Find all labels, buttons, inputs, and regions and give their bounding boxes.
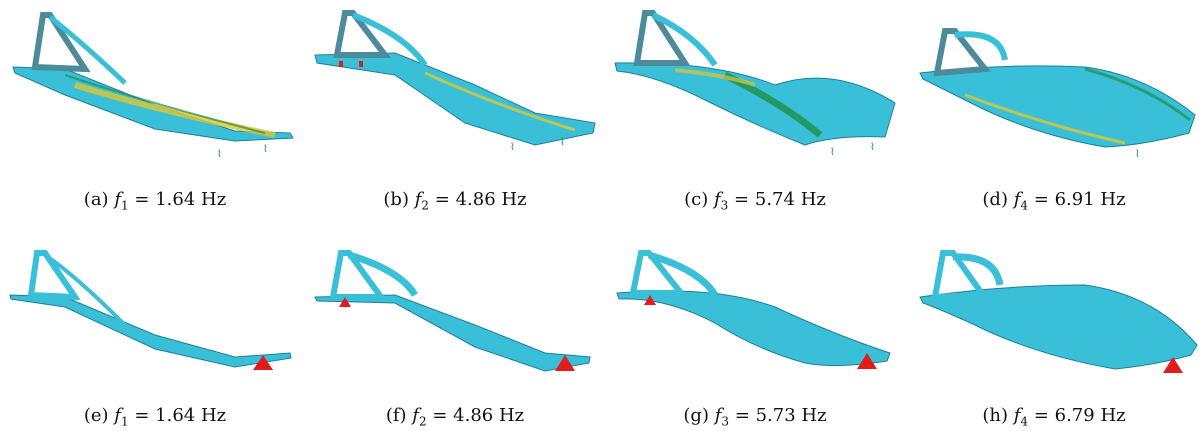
- figure-panel-h: (h) f4 = 6.79 Hz: [905, 245, 1203, 431]
- mode-shape-image-a: ⌇ ⌇: [12, 12, 294, 160]
- caption-d: (d) f4 = 6.91 Hz: [982, 189, 1126, 213]
- figure-panel-b: ⌇ ⌇ (b) f2 = 4.86 Hz: [305, 5, 605, 220]
- mode-shape-image-e: [9, 250, 292, 370]
- figure-panel-f: (f) f2 = 4.86 Hz: [305, 245, 605, 431]
- svg-text:⌇: ⌇: [217, 149, 222, 160]
- figure-panel-a: ⌇ ⌇ (a) f1 = 1.64 Hz: [5, 5, 305, 220]
- figure-panel-c: ⌇ ⌇ (c) f3 = 5.74 Hz: [605, 5, 905, 220]
- caption-h: (h) f4 = 6.79 Hz: [982, 405, 1126, 429]
- svg-text:⌇: ⌇: [1135, 149, 1140, 160]
- svg-text:⌇: ⌇: [870, 142, 875, 153]
- svg-text:⌇: ⌇: [263, 144, 268, 155]
- svg-text:⌇: ⌇: [830, 147, 835, 158]
- caption-c: (c) f3 = 5.74 Hz: [684, 189, 826, 213]
- mode-shape-image-d: ⌇: [919, 28, 1196, 160]
- figure-panel-e: (e) f1 = 1.64 Hz: [5, 245, 305, 431]
- mode-shape-image-h: [919, 250, 1198, 373]
- caption-e: (e) f1 = 1.64 Hz: [83, 405, 227, 429]
- caption-a: (a) f1 = 1.64 Hz: [83, 189, 227, 213]
- figure-panel-d: ⌇ (d) f4 = 6.91 Hz: [905, 5, 1203, 220]
- svg-text:⌇: ⌇: [560, 137, 565, 148]
- caption-f: (f) f2 = 4.86 Hz: [385, 405, 525, 429]
- figure-panel-g: (g) f3 = 5.73 Hz: [605, 245, 905, 431]
- mode-shape-image-b: ⌇ ⌇: [314, 10, 596, 153]
- mode-shape-image-g: [616, 250, 891, 369]
- mode-shape-image-c: ⌇ ⌇: [614, 10, 896, 158]
- svg-text:⌇: ⌇: [510, 142, 515, 153]
- mode-shape-image-f: [314, 250, 591, 372]
- caption-b: (b) f2 = 4.86 Hz: [383, 189, 527, 213]
- caption-g: (g) f3 = 5.73 Hz: [683, 405, 827, 429]
